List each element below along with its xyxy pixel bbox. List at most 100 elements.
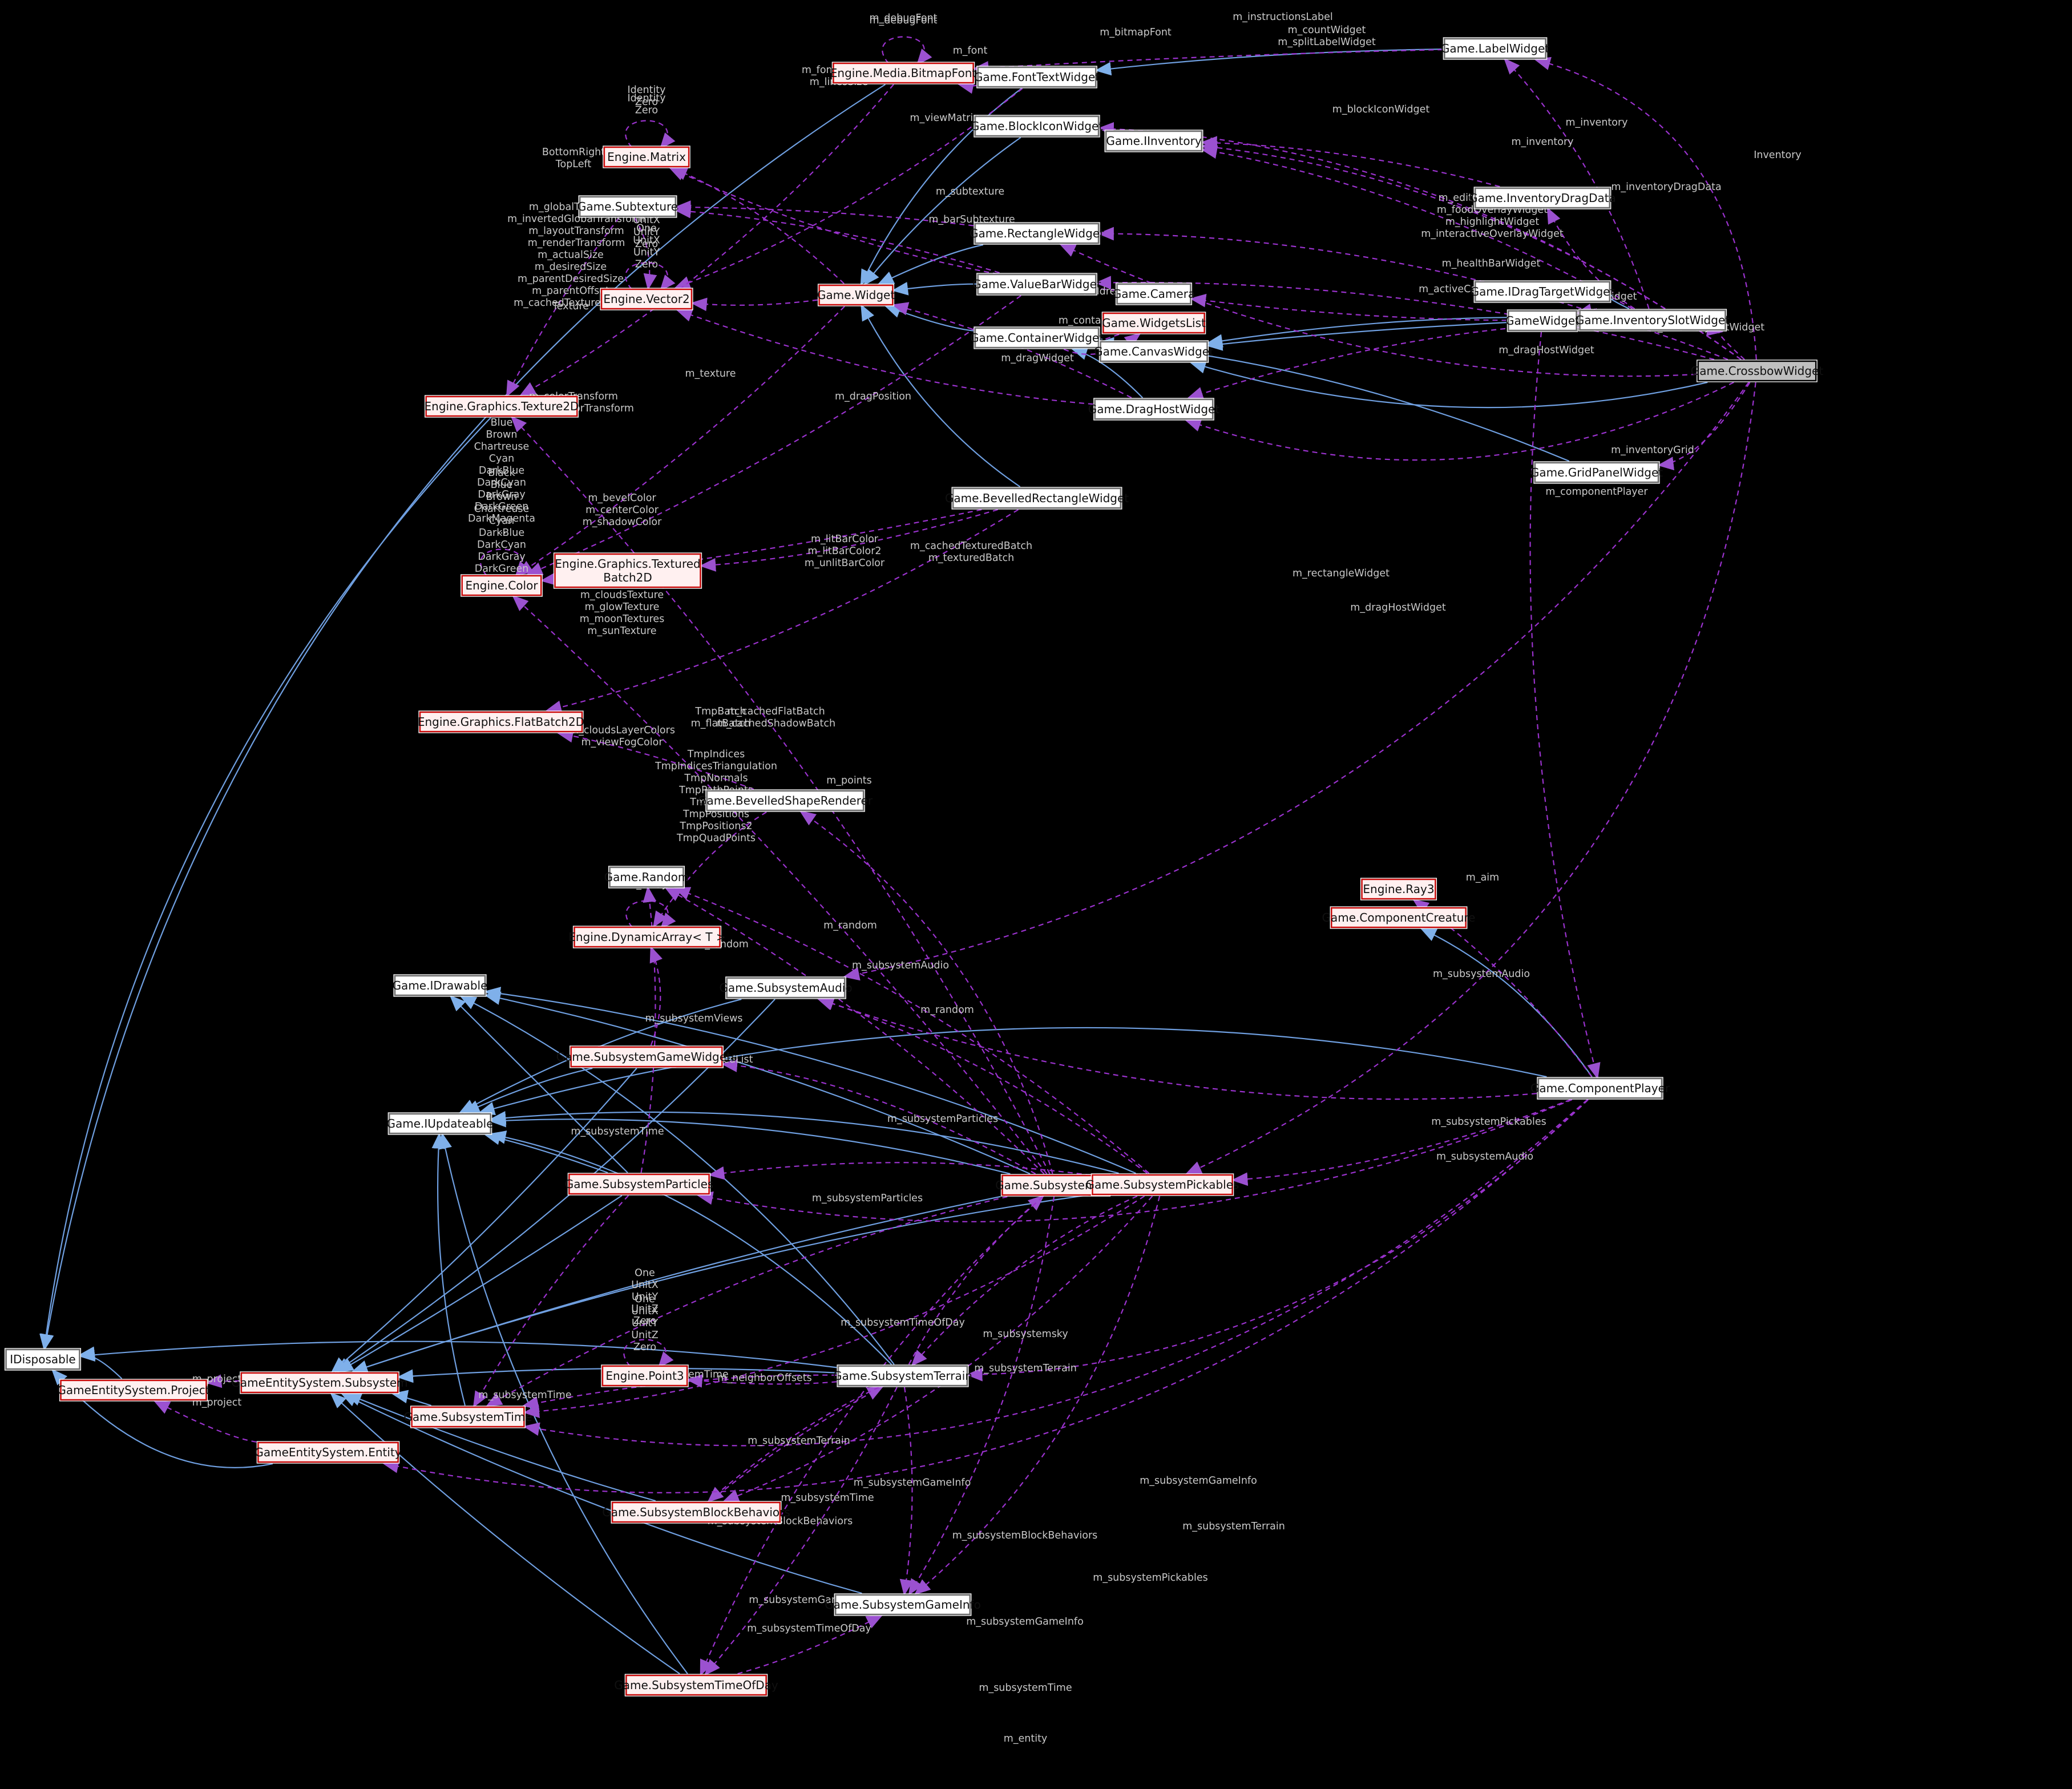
class-node-bevshape[interactable]: Game.BevelledShapeRenderer bbox=[698, 789, 873, 812]
node-label: Game.SubsystemAudio bbox=[719, 981, 852, 995]
member-edge-vector2-vector2 bbox=[625, 262, 676, 292]
class-node-texture2d[interactable]: Engine.Graphics.Texture2D bbox=[425, 395, 579, 418]
class-node-gamewidgets[interactable]: Game.SubsystemGameWidgets bbox=[556, 1045, 737, 1068]
member-edge-crossbow-audio bbox=[843, 382, 1750, 981]
class-node-entity[interactable]: GameEntitySystem.Entity bbox=[255, 1441, 402, 1464]
node-box bbox=[1094, 398, 1214, 420]
node-label: GameEntitySystem.Entity bbox=[255, 1445, 401, 1459]
member-edge-color-color bbox=[480, 548, 531, 578]
class-node-idragtarget[interactable]: Game.IDragTargetWidget bbox=[1471, 280, 1615, 303]
class-node-widgetslist[interactable]: Game.WidgetsList bbox=[1101, 312, 1206, 334]
class-node-draghost[interactable]: Game.DragHostWidget bbox=[1088, 398, 1220, 421]
class-node-blockicon[interactable]: Game.BlockIconWidget bbox=[971, 115, 1103, 138]
edge-label-sky-gamewidgets: m_subsystemViews bbox=[645, 1013, 742, 1024]
member-edge-crossbow-invslot bbox=[1706, 322, 1745, 360]
class-node-sstime[interactable]: Game.SubsystemTime bbox=[403, 1406, 532, 1428]
class-node-dynarray[interactable]: Engine.DynamicArray< T > bbox=[568, 926, 726, 948]
class-node-rectwidget[interactable]: Game.RectangleWidget bbox=[970, 222, 1104, 245]
node-halo bbox=[1473, 280, 1611, 303]
edge-label-bitmapfont-bitmapfont: m_debugFont bbox=[869, 15, 937, 26]
nodes-layer: Engine.Media.BitmapFont Game.LabelWidgetG… bbox=[4, 37, 1824, 1697]
class-node-idisposable[interactable]: IDisposable bbox=[4, 1348, 82, 1371]
node-box bbox=[977, 273, 1097, 295]
class-node-gameinfo[interactable]: Game.SubsystemGameInfo bbox=[825, 1593, 981, 1616]
class-node-bevrect[interactable]: Game.BevelledRectangleWidget bbox=[945, 487, 1129, 510]
class-node-matrix[interactable]: Engine.Matrix bbox=[603, 146, 690, 168]
class-node-timeofday[interactable]: Game.SubsystemTimeOfDay bbox=[614, 1674, 778, 1697]
class-node-dragdata[interactable]: Game.InventoryDragData bbox=[1469, 187, 1616, 209]
node-halo bbox=[600, 288, 693, 310]
member-edge-crossbow-draghost bbox=[1184, 382, 1734, 461]
inheritance-edge-timeofday-subsystem bbox=[330, 1392, 680, 1674]
class-node-crossbow[interactable]: Game.CrossbowWidget bbox=[1691, 360, 1824, 382]
class-node-audio[interactable]: Game.SubsystemAudio bbox=[719, 976, 853, 999]
edge-label-pickables-gameinfo: m_subsystemGameInfo bbox=[1140, 1475, 1257, 1487]
member-edge-timeofday-gameinfo bbox=[737, 1614, 883, 1675]
member-edge-pickables-gameinfo bbox=[914, 1196, 1161, 1596]
inheritance-edge-sky-subsystem bbox=[351, 1196, 1001, 1374]
edge-label-crossbow-iinventory: Inventory bbox=[1754, 150, 1802, 161]
class-node-widget[interactable]: Game.Widget bbox=[817, 284, 895, 306]
class-node-ray3[interactable]: Engine.Ray3 bbox=[1360, 878, 1437, 900]
class-node-gamewidget[interactable]: GameWidget bbox=[1505, 309, 1580, 332]
member-edge-sky-timeofday bbox=[700, 1196, 1044, 1677]
node-box bbox=[1475, 187, 1610, 209]
class-node-vector2[interactable]: Engine.Vector2 bbox=[600, 288, 693, 310]
inheritance-edge-compplayer-iupdateable bbox=[478, 1027, 1547, 1116]
class-node-camera[interactable]: Game.Camera bbox=[1113, 282, 1195, 305]
class-node-bitmapfont[interactable]: Engine.Media.BitmapFont bbox=[830, 62, 977, 84]
class-node-random[interactable]: Game.Random bbox=[604, 866, 689, 889]
class-node-canvas[interactable]: Game.CanvasWidget bbox=[1094, 340, 1214, 363]
class-node-labelwidget[interactable]: Game.LabelWidget bbox=[1441, 37, 1549, 60]
class-node-flatbatch[interactable]: Engine.Graphics.FlatBatch2D bbox=[418, 710, 584, 733]
class-node-blockbehaviors[interactable]: Game.SubsystemBlockBehaviors bbox=[602, 1501, 790, 1524]
inheritance-edge-bitmapfont-idisposable bbox=[40, 84, 886, 1351]
edge-label-crossbow-pickables: m_subsystemPickables bbox=[1093, 1572, 1207, 1584]
class-node-particles[interactable]: Game.SubsystemParticles bbox=[565, 1173, 714, 1196]
edge-label-rectwidget-subtexture: m_subtexture bbox=[936, 186, 1004, 197]
node-label: Game.LabelWidget bbox=[1441, 42, 1549, 55]
inheritance-edge-pickables-iupdateable bbox=[489, 1111, 1119, 1174]
class-node-color[interactable]: Engine.Color bbox=[461, 574, 543, 597]
inheritance-edge-container-widget bbox=[884, 305, 974, 332]
class-node-fonttext[interactable]: Game.FontTextWidget bbox=[974, 66, 1100, 88]
node-box bbox=[425, 395, 578, 417]
class-node-gridpanel[interactable]: Game.GridPanelWidget bbox=[1530, 461, 1663, 484]
node-box bbox=[573, 926, 721, 948]
node-box bbox=[609, 866, 684, 888]
class-node-iupdateable[interactable]: Game.IUpdateable bbox=[386, 1112, 494, 1135]
node-label: Game.SubsystemTimeOfDay bbox=[614, 1678, 778, 1692]
edge-label-bitmapfont-texture2d: m_texture bbox=[685, 368, 736, 379]
class-node-project[interactable]: GameEntitySystem.Project bbox=[57, 1379, 210, 1402]
class-node-container[interactable]: Game.ContainerWidget bbox=[970, 326, 1104, 349]
class-node-compcreature[interactable]: Game.ComponentCreature bbox=[1322, 906, 1476, 929]
class-node-subsystem[interactable]: GameEntitySystem.Subsystem bbox=[231, 1371, 408, 1394]
member-edge-invslot-dragdata bbox=[1546, 207, 1635, 309]
node-box bbox=[1331, 907, 1467, 928]
inheritance-edge-draghost-container bbox=[1071, 346, 1144, 398]
class-node-idrawable[interactable]: Game.IDrawable bbox=[393, 974, 488, 997]
class-node-iinventory[interactable]: Game.IInventory bbox=[1104, 130, 1203, 152]
inheritance-edge-texture2d-idisposable bbox=[39, 417, 491, 1351]
inheritance-edge-sstime-subsystem bbox=[391, 1390, 432, 1407]
node-halo bbox=[603, 146, 690, 168]
member-edge-widget-vector2 bbox=[690, 297, 818, 312]
node-halo bbox=[1104, 130, 1203, 152]
class-node-point3[interactable]: Engine.Point3 bbox=[601, 1364, 689, 1387]
class-node-terrain[interactable]: Game.SubsystemTerrain bbox=[833, 1364, 972, 1387]
inheritance-edge-particles-subsystem bbox=[337, 1195, 623, 1373]
class-node-pickables[interactable]: Game.SubsystemPickables bbox=[1086, 1173, 1239, 1196]
class-node-invslot[interactable]: Game.InventorySlotWidget bbox=[1576, 309, 1730, 332]
member-edge-terrain-sstime bbox=[522, 1374, 837, 1410]
node-halo bbox=[817, 284, 895, 306]
class-node-subtexture[interactable]: Game.Subtexture bbox=[577, 195, 678, 218]
member-edge-bevrect-flatbatch bbox=[545, 509, 1019, 714]
class-node-compplayer[interactable]: Game.ComponentPlayer bbox=[1530, 1077, 1670, 1100]
node-label: Game.SubsystemBlockBehaviors bbox=[602, 1505, 790, 1519]
node-halo bbox=[461, 574, 543, 597]
class-node-valuebar[interactable]: Game.ValueBarWidget bbox=[972, 273, 1101, 296]
inheritance-edge-sky-iupdateable bbox=[489, 1113, 1011, 1175]
